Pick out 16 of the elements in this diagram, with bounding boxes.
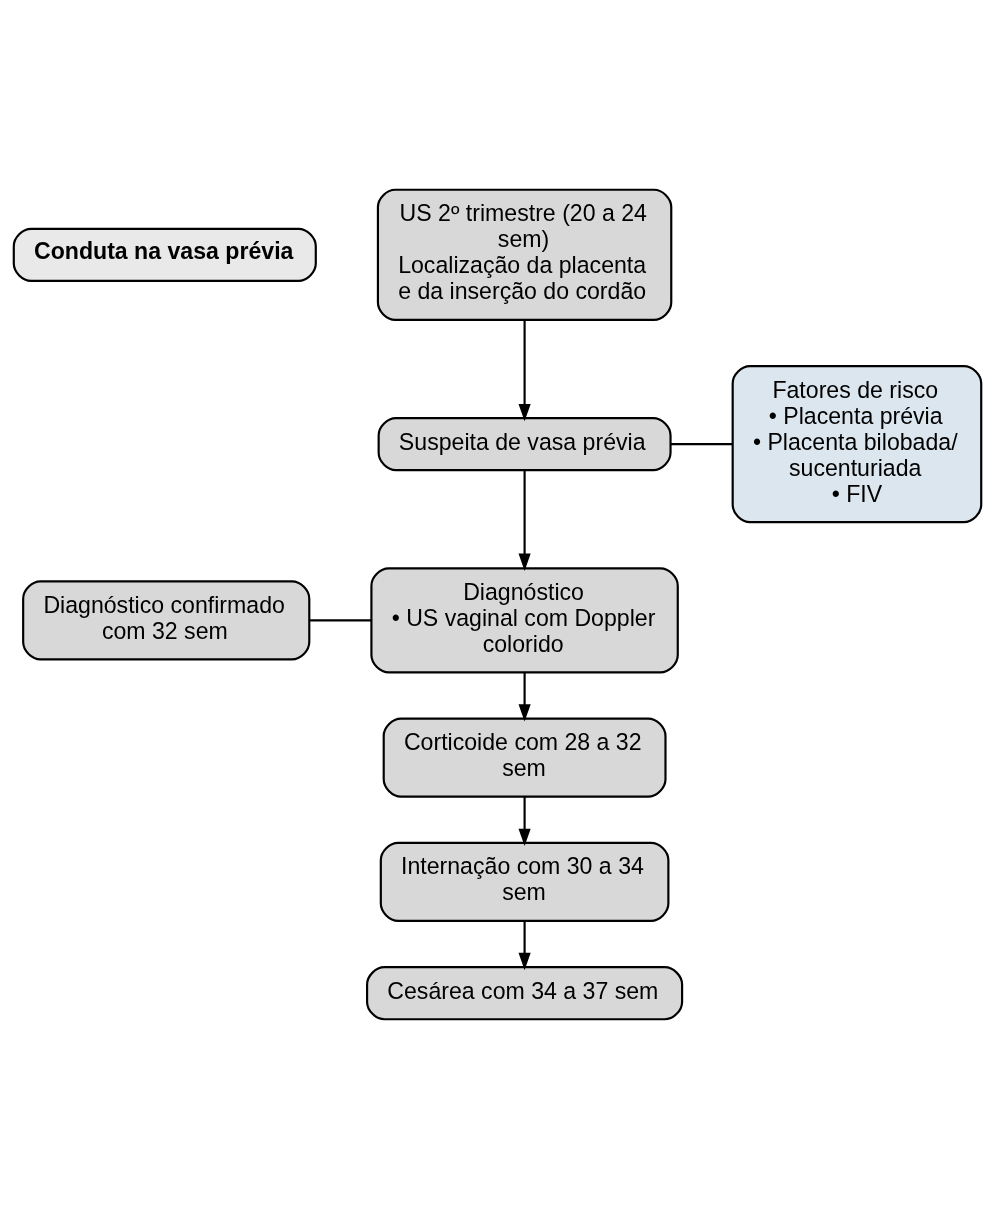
node-box: Corticoide com 28 a 32 sem [382, 717, 667, 798]
arrow [518, 672, 531, 722]
node-box: Conduta na vasa prévia [12, 227, 317, 282]
node-box: Suspeita de vasa prévia [377, 416, 672, 471]
node-box: Cesárea com 34 a 37 sem [366, 965, 684, 1020]
connector [309, 618, 372, 621]
arrow [518, 319, 531, 421]
arrow [518, 796, 531, 846]
node-box: Diagnóstico • US vaginal com Doppler colorido [370, 566, 679, 673]
connector [670, 442, 733, 445]
arrow [518, 469, 531, 571]
node-box: US 2º trimestre (20 a 24 sem) Localização da placenta e da inserção do cordão [376, 188, 673, 321]
node-box: Internação com 30 a 34 sem [379, 841, 670, 922]
node-box: Diagnóstico confirmado com 32 sem [22, 579, 311, 660]
arrow [518, 920, 531, 970]
node-box: Fatores de risco • Placenta prévia • Placenta bilobada/ sucenturiada • FIV [731, 364, 983, 523]
